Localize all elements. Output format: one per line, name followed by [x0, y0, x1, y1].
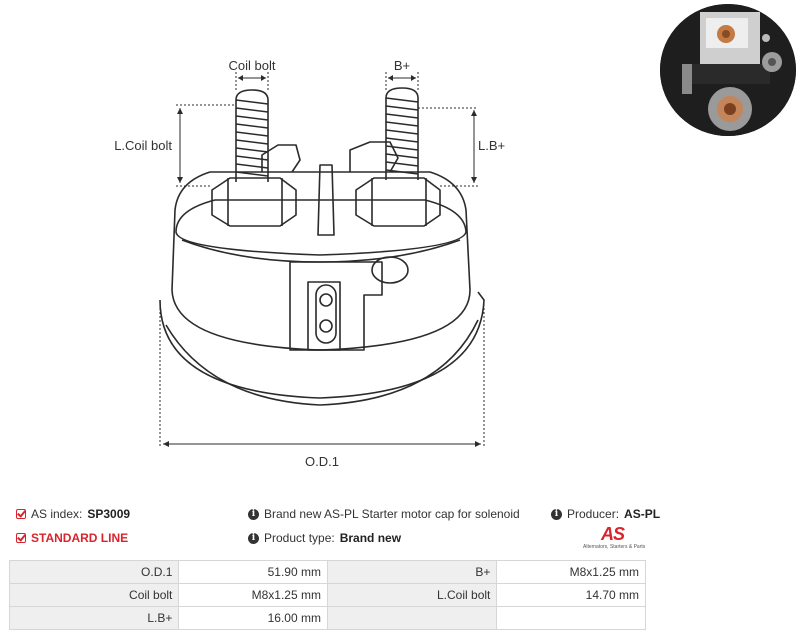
- product-photo[interactable]: [660, 4, 796, 136]
- check-icon: [16, 509, 26, 519]
- standard-line-row: STANDARD LINE: [16, 531, 128, 545]
- info-icon: i: [551, 508, 562, 520]
- product-type-row: i Product type: Brand new: [248, 531, 401, 545]
- producer-row: i Producer: AS-PL: [551, 507, 660, 521]
- as-index-label: AS index:: [31, 507, 83, 521]
- info-icon: i: [248, 532, 259, 544]
- spec-value: [496, 606, 646, 630]
- spec-label: [326, 606, 498, 630]
- as-logo: AS Alternators, Starters & Parts: [583, 524, 653, 554]
- spec-label: L.Coil bolt: [326, 583, 498, 607]
- table-row: Coil bolt M8x1.25 mm L.Coil bolt 14.70 m…: [8, 583, 646, 607]
- coil-bolt-label: Coil bolt: [229, 58, 276, 73]
- description: Brand new AS-PL Starter motor cap for so…: [264, 507, 520, 521]
- spec-value: 16.00 mm: [178, 606, 328, 630]
- spec-value: M8x1.25 mm: [178, 583, 328, 607]
- spec-value: 51.90 mm: [178, 560, 328, 584]
- logo-tagline: Alternators, Starters & Parts: [583, 544, 646, 550]
- description-row: i Brand new AS-PL Starter motor cap for …: [248, 507, 520, 521]
- product-info: AS index: SP3009 STANDARD LINE i Brand n…: [0, 500, 800, 560]
- product-type-label: Product type:: [264, 531, 335, 545]
- producer-label: Producer:: [567, 507, 620, 521]
- as-index-value: SP3009: [87, 507, 131, 521]
- info-icon: i: [248, 508, 259, 520]
- l-b-plus-label: L.B+: [478, 138, 505, 153]
- table-row: L.B+ 16.00 mm: [8, 606, 646, 630]
- spec-label: Coil bolt: [8, 583, 180, 607]
- standard-line-label: STANDARD LINE: [31, 531, 129, 545]
- spec-label: B+: [326, 560, 498, 584]
- spec-value: M8x1.25 mm: [496, 560, 646, 584]
- as-index-row: AS index: SP3009: [16, 507, 130, 521]
- logo-mark: AS: [601, 524, 625, 544]
- table-row: O.D.1 51.90 mm B+ M8x1.25 mm: [8, 560, 646, 584]
- producer-value: AS-PL: [624, 507, 661, 521]
- product-type-value: Brand new: [339, 531, 402, 545]
- spec-value: 14.70 mm: [496, 583, 646, 607]
- spec-label: O.D.1: [8, 560, 180, 584]
- b-plus-label: B+: [394, 58, 410, 73]
- check-icon: [16, 533, 26, 543]
- spec-label: L.B+: [8, 606, 180, 630]
- spec-table: O.D.1 51.90 mm B+ M8x1.25 mm Coil bolt M…: [8, 560, 646, 630]
- technical-drawing: Coil bolt B+ L.Coil bolt L.B+ O.D.1: [114, 58, 505, 469]
- l-coil-bolt-label: L.Coil bolt: [114, 138, 172, 153]
- od1-label: O.D.1: [305, 454, 339, 469]
